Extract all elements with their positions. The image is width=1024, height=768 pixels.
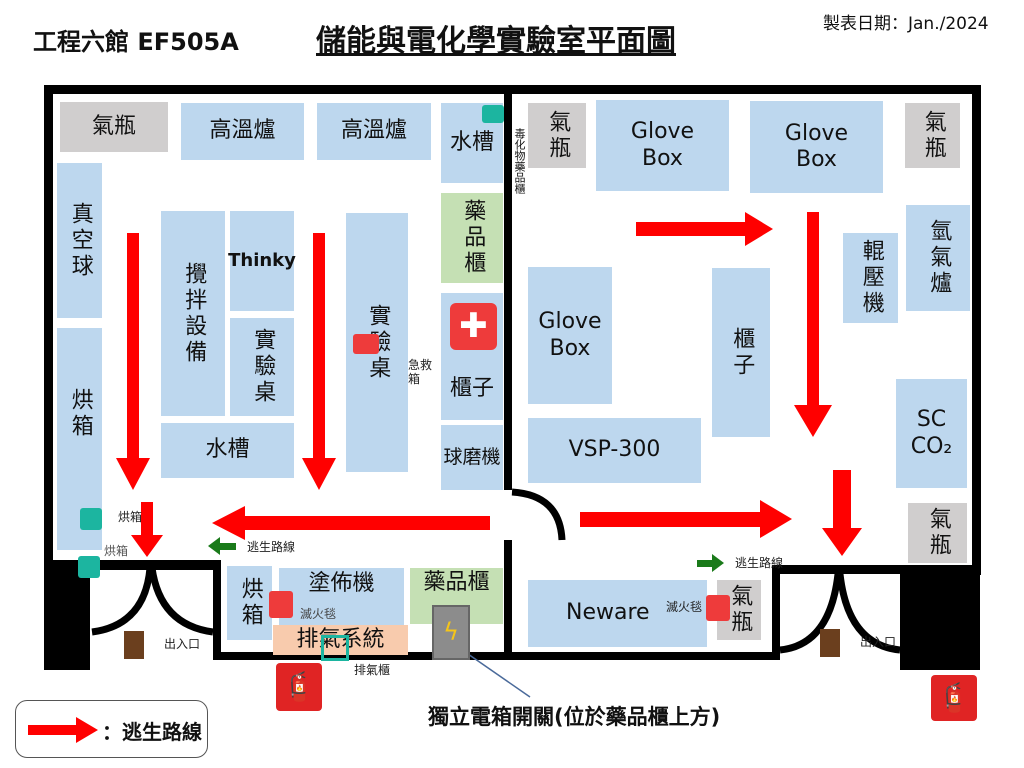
gas-cylinder-3: 氣瓶 bbox=[908, 503, 967, 563]
coater: 塗佈機 bbox=[279, 568, 404, 625]
oven-icon-2 bbox=[78, 556, 100, 578]
legend-arrow-icon bbox=[28, 717, 98, 743]
arrow-down-3 bbox=[302, 233, 336, 490]
bench-small: 實驗桌 bbox=[230, 318, 294, 416]
first-aid-label: 急救箱 bbox=[408, 358, 433, 386]
gas-cylinder: 氣瓶 bbox=[60, 102, 168, 152]
vacuum-ball: 真空球 bbox=[57, 163, 102, 318]
legend-label: ：逃生路線 bbox=[102, 720, 202, 744]
exhaust-system: 排氣系統 bbox=[273, 625, 408, 655]
arrow-down-right bbox=[794, 212, 832, 437]
furnace-2: 高溫爐 bbox=[317, 103, 431, 160]
first-aid-small-icon bbox=[353, 334, 379, 354]
arrow-left bbox=[212, 506, 490, 540]
green-arrow-left bbox=[208, 537, 236, 555]
h2-furnace: 氫氣爐 bbox=[906, 205, 970, 311]
entrance-label-right: 出入口 bbox=[860, 635, 897, 649]
oven-icon-1 bbox=[80, 508, 102, 530]
neware: Neware bbox=[528, 580, 707, 647]
sc-co2-line1: SC bbox=[916, 407, 947, 433]
right-cabinet: 櫃子 bbox=[712, 268, 770, 437]
middle-oven: 烘箱 bbox=[227, 566, 272, 640]
first-aid-kit-icon: ✚ bbox=[450, 303, 497, 350]
legend: ：逃生路線 bbox=[15, 700, 208, 758]
gas-cylinder-1: 氣瓶 bbox=[528, 103, 586, 168]
glovebox-3: Glove Box bbox=[528, 267, 612, 404]
oven-label-2: 烘箱 bbox=[104, 544, 129, 558]
date-label: 製表日期：Jan./2024 bbox=[823, 14, 989, 34]
fume-hood-icon bbox=[321, 635, 349, 661]
fire-blanket-icon-middle bbox=[269, 591, 293, 618]
roller-press: 輥壓機 bbox=[843, 233, 898, 323]
building-label: 工程六館 EF505A bbox=[33, 28, 239, 56]
sink-bottom: 水槽 bbox=[161, 423, 294, 478]
entrance-label-left: 出入口 bbox=[164, 637, 201, 651]
fire-extinguisher-icon-2: 🧯 bbox=[931, 675, 977, 721]
green-arrow-right bbox=[697, 554, 724, 572]
mixer: 攪拌設備 bbox=[161, 211, 225, 416]
arrow-right-bottom bbox=[580, 500, 792, 538]
escape-label-left: 逃生路線 bbox=[247, 540, 296, 554]
thinky: Thinky bbox=[228, 211, 296, 311]
electrical-box-icon: ϟ bbox=[432, 605, 470, 660]
door-arcs bbox=[91, 488, 901, 654]
fume-hood-label: 排氣櫃 bbox=[354, 663, 391, 677]
arrow-right-top bbox=[636, 212, 773, 246]
fire-blanket-icon-right bbox=[706, 595, 730, 621]
arrow-down-2 bbox=[131, 502, 163, 557]
walls bbox=[44, 85, 981, 670]
sc-co2-line2: CO₂ bbox=[910, 433, 953, 459]
gas-cylinder-2: 氣瓶 bbox=[905, 103, 960, 168]
furnace-1: 高溫爐 bbox=[181, 103, 304, 160]
escape-arrows bbox=[116, 212, 862, 557]
arrow-down-4 bbox=[822, 470, 862, 556]
vsp-300: VSP-300 bbox=[528, 418, 701, 483]
page-title: 儲能與電化學實驗室平面圖 bbox=[316, 24, 676, 59]
safe-icon bbox=[482, 105, 504, 123]
arrow-down-1 bbox=[116, 233, 150, 490]
oven-label-1: 烘箱 bbox=[118, 510, 143, 524]
cabinet-label: 櫃子 bbox=[449, 375, 494, 401]
exit-icon-right[interactable] bbox=[820, 629, 840, 657]
oven: 烘箱 bbox=[57, 328, 102, 500]
glovebox-2: Glove Box bbox=[750, 101, 883, 193]
green-arrows bbox=[208, 537, 724, 572]
electrical-box-annotation: 獨立電箱開關(位於藥品櫃上方) bbox=[428, 705, 721, 729]
exit-icon-left[interactable] bbox=[124, 631, 144, 659]
toxic-cabinet-label: 毒化物藥品櫃 bbox=[513, 128, 526, 194]
escape-label-right: 逃生路線 bbox=[735, 556, 784, 570]
sc-co2: SC CO₂ bbox=[896, 379, 967, 488]
fire-blanket-label-middle: 滅火毯 bbox=[300, 607, 337, 621]
fire-blanket-label-right: 滅火毯 bbox=[666, 600, 703, 614]
fire-extinguisher-icon-1: 🧯 bbox=[276, 663, 322, 711]
ball-mill: 球磨機 bbox=[441, 425, 503, 490]
chem-cabinet: 藥品櫃 bbox=[441, 193, 503, 283]
glovebox-1: Glove Box bbox=[596, 100, 729, 191]
